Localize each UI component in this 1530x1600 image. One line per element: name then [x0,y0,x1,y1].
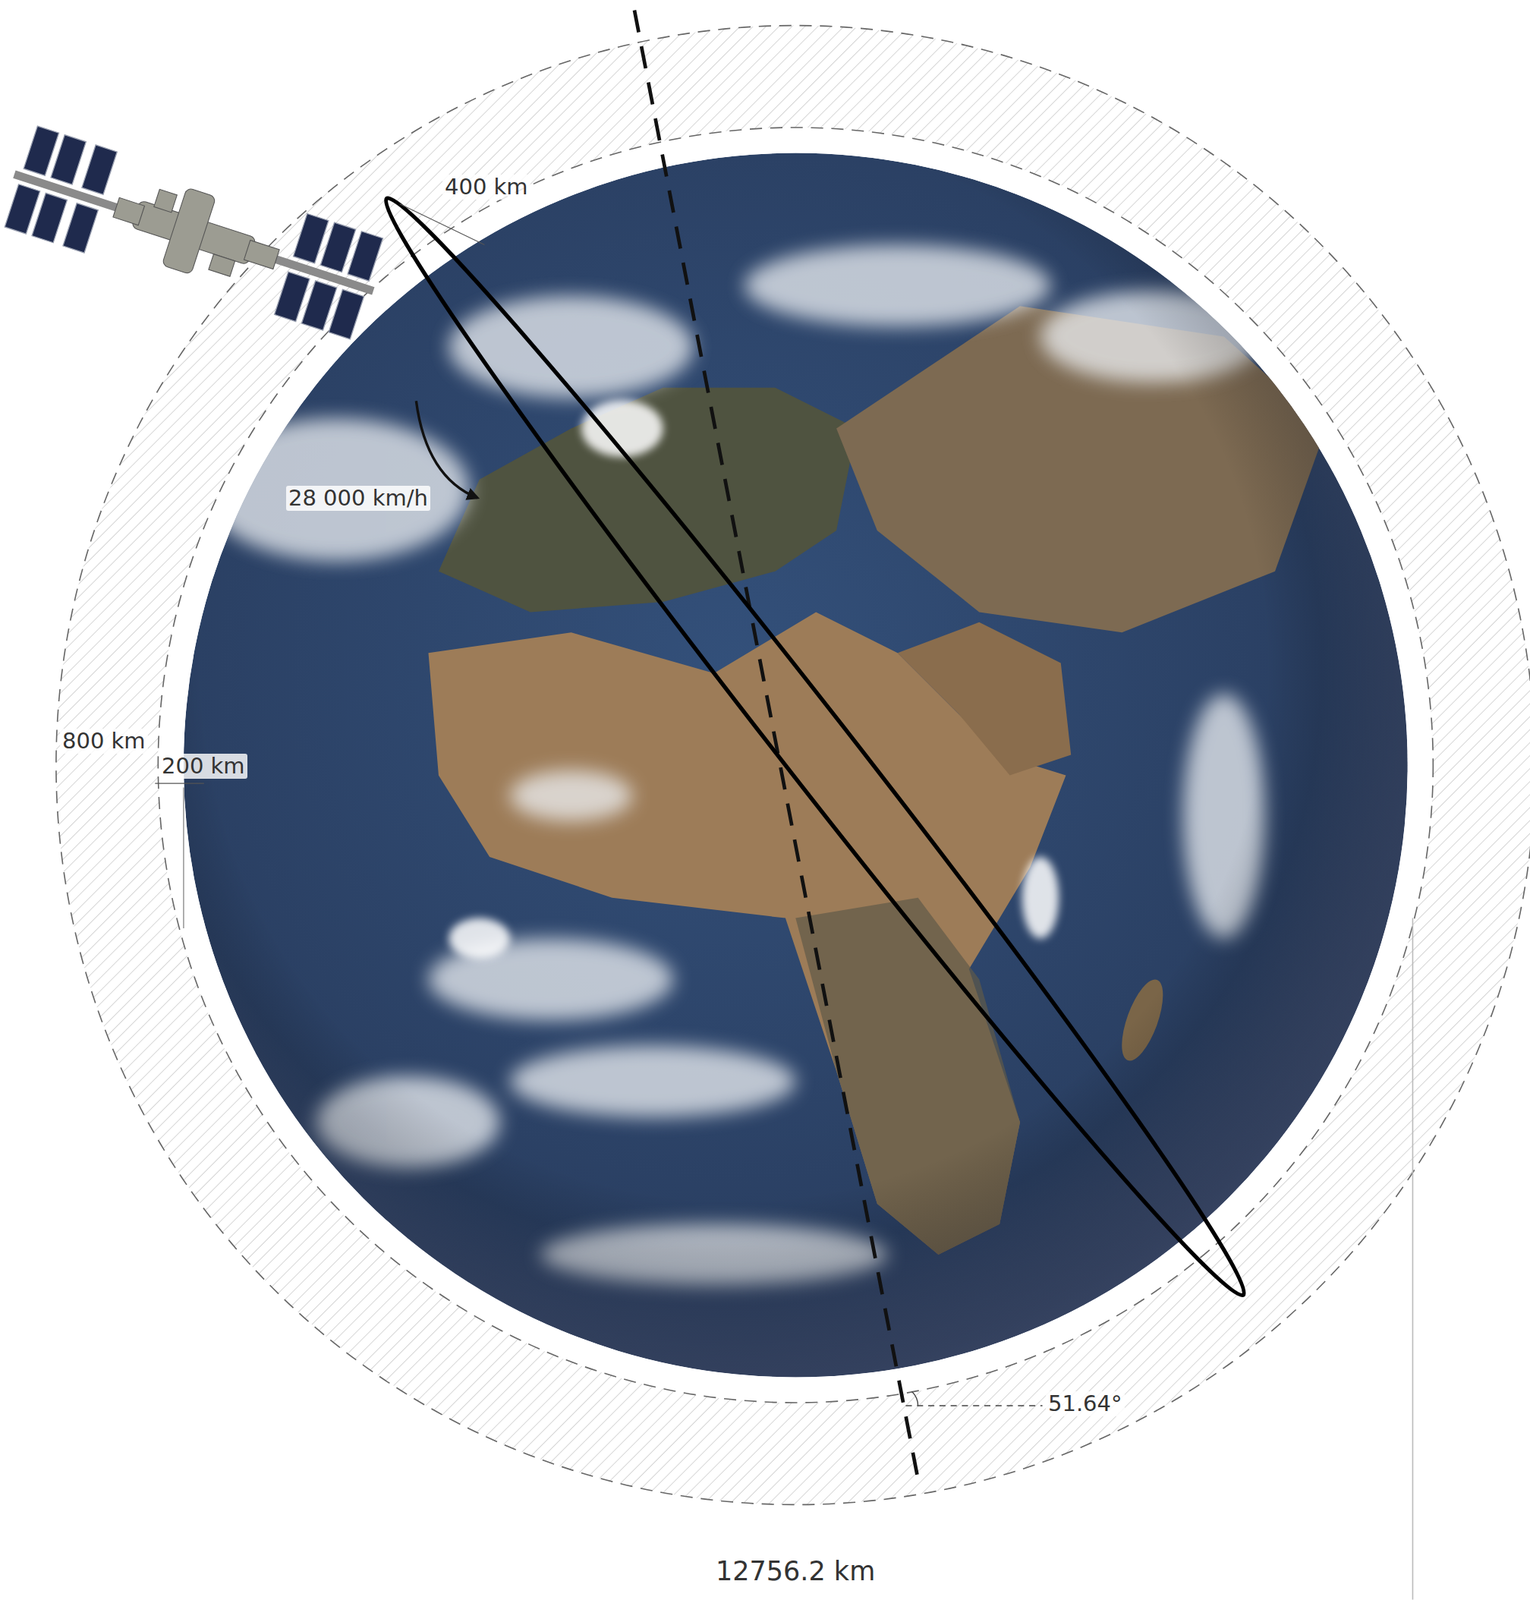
diameter-label: 12756.2 km [713,1555,878,1587]
earth-axis [634,9,919,1479]
dimension-line [1412,918,1414,1600]
angle-arc [912,1391,919,1406]
inclination-label: 51.64° [1045,1391,1125,1417]
upper-altitude-label: 800 km [59,728,148,754]
earth [183,153,1408,1378]
inner-limit-circle [157,127,1433,1403]
dimension-line [182,787,184,929]
orbit-band [56,25,1530,1505]
iss-station [0,123,390,342]
angle-line [905,1404,1043,1407]
altitude-label: 400 km [442,174,531,200]
dimension-tick [154,783,205,784]
speed-label: 28 000 km/h [286,485,431,511]
iss-orbit [359,176,1272,1316]
outer-limit-circle [56,25,1530,1505]
altitude-leader [399,204,485,246]
direction-arrow [415,400,478,498]
lower-altitude-label: 200 km [159,753,248,779]
